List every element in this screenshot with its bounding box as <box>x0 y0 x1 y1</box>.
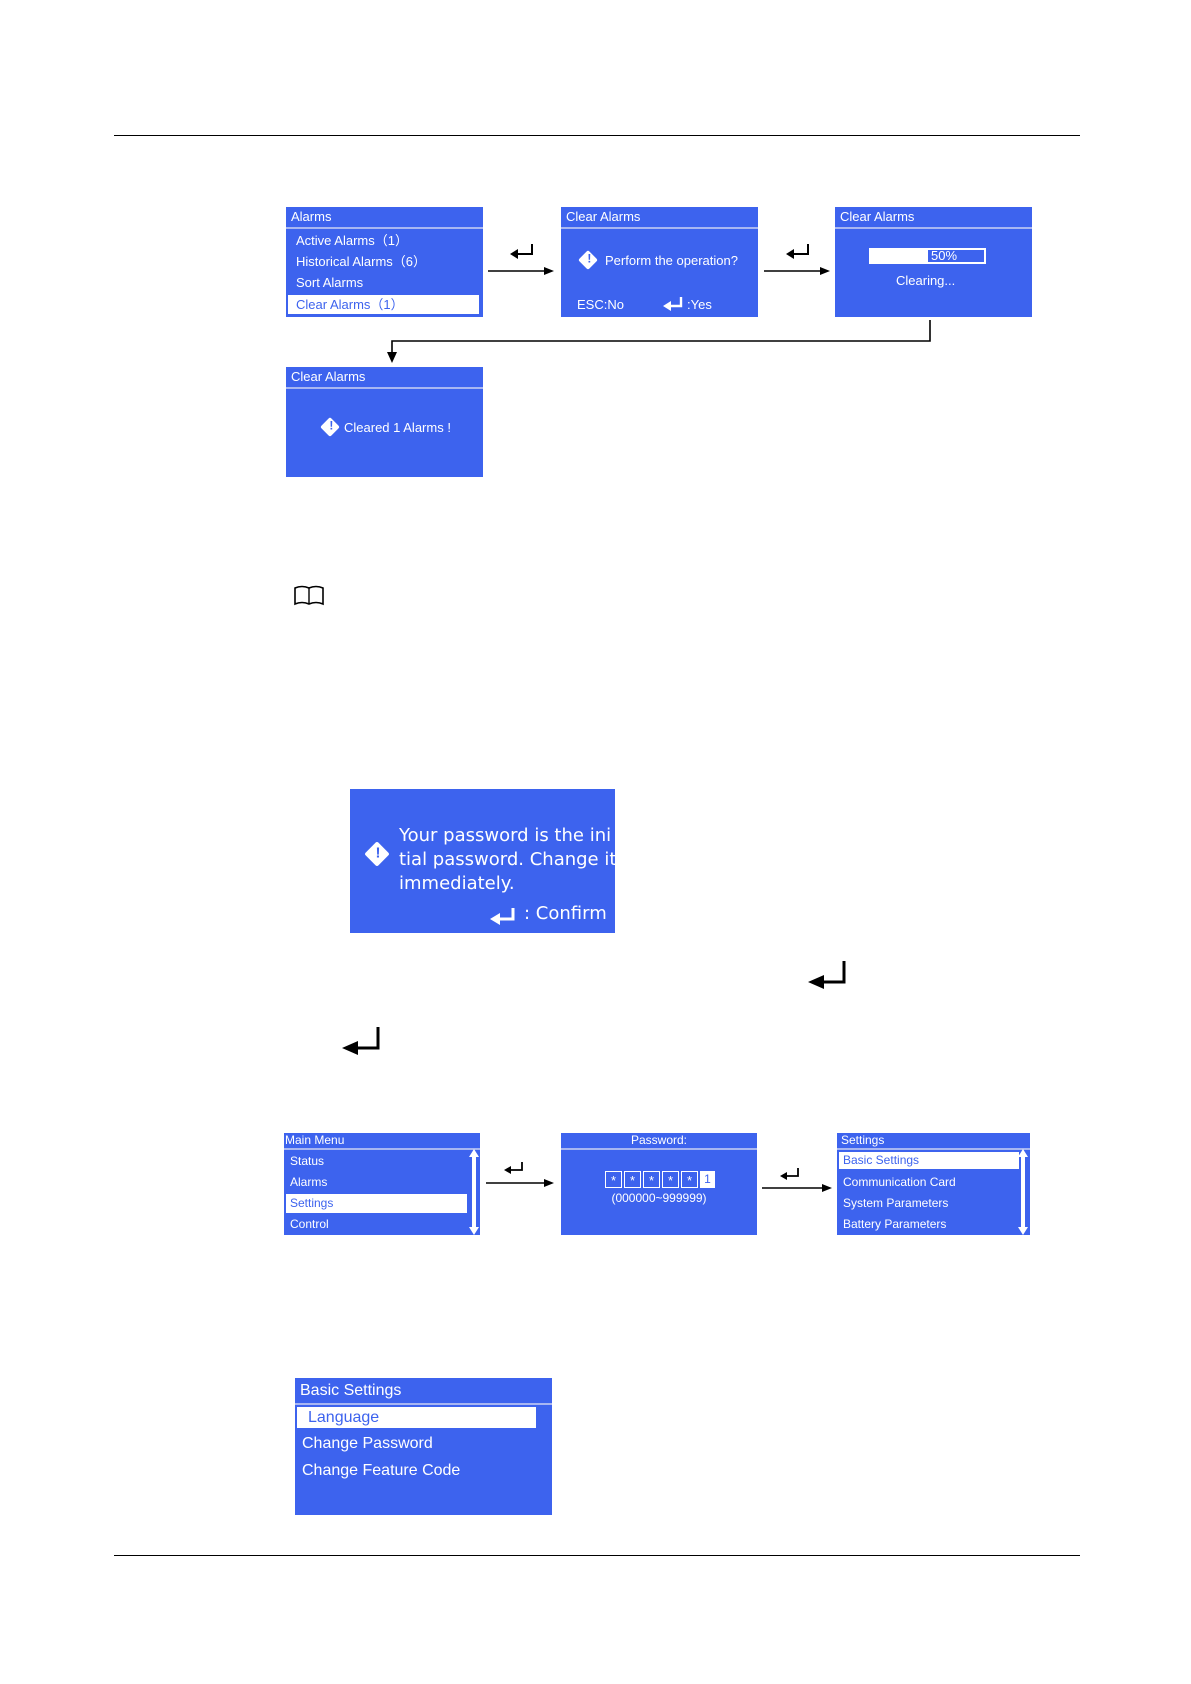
main-menu-title: Main Menu <box>284 1133 480 1150</box>
entered-digit: 1 <box>700 1171 715 1188</box>
cleared-message: Cleared 1 Alarms ! <box>344 420 451 435</box>
scroll-down-icon <box>1018 1227 1028 1235</box>
enter-key-icon <box>780 1168 799 1180</box>
progress-bar-fill <box>871 250 928 262</box>
masked-digit: * <box>681 1171 698 1188</box>
scroll-up-icon <box>469 1149 479 1157</box>
header-rule <box>114 135 1080 136</box>
settings-menu-item[interactable]: System Parameters <box>843 1196 949 1210</box>
enter-key-icon <box>510 244 533 259</box>
settings-menu-item[interactable]: Battery Parameters <box>843 1217 947 1231</box>
main-menu-screen: Main Menu Status Alarms Settings Control <box>284 1133 480 1235</box>
dialog-text-line: tial password. Change it <box>399 849 617 870</box>
flow-arrow <box>486 1162 554 1187</box>
scroll-up-icon <box>1018 1149 1028 1157</box>
flow-arrow <box>762 1168 832 1192</box>
enter-key-icon <box>786 244 809 259</box>
masked-digit: * <box>605 1171 622 1188</box>
cleared-screen-title: Clear Alarms <box>286 367 483 389</box>
settings-screen: Settings Basic Settings Communication Ca… <box>837 1133 1030 1235</box>
dialog-text-line: Your password is the ini <box>399 825 612 846</box>
masked-digit: * <box>624 1171 641 1188</box>
confirm-label[interactable]: : Confirm <box>524 903 607 924</box>
alarm-menu-item[interactable]: Sort Alarms <box>296 275 364 290</box>
enter-key-icon <box>342 1027 380 1055</box>
settings-menu-item[interactable]: Communication Card <box>843 1175 956 1189</box>
enter-key-icon <box>808 961 846 989</box>
footer-rule <box>114 1555 1080 1556</box>
alarm-menu-item[interactable]: Historical Alarms（6） <box>296 254 427 269</box>
clearing-progress-screen: Clear Alarms 50% Clearing... <box>835 207 1032 317</box>
main-menu-item[interactable]: Alarms <box>290 1175 328 1189</box>
initial-password-dialog: ! Your password is the ini tial password… <box>350 789 617 933</box>
scrollbar[interactable] <box>1021 1155 1025 1229</box>
settings-menu-item-selected[interactable]: Basic Settings <box>839 1152 1019 1169</box>
password-screen: Password: * * * * * 1 (000000~999999) <box>561 1133 757 1235</box>
warning-icon: ! <box>320 417 340 437</box>
dialog-text-line: immediately. <box>399 873 515 894</box>
basic-settings-item[interactable]: Change Feature Code <box>302 1462 461 1479</box>
masked-digit: * <box>643 1171 660 1188</box>
masked-digit: * <box>662 1171 679 1188</box>
alarm-menu-item-selected[interactable]: Clear Alarms（1） <box>288 295 479 314</box>
flow-arrow <box>764 244 830 275</box>
settings-screen-title: Settings <box>837 1133 1030 1150</box>
enter-key-icon <box>504 1162 523 1174</box>
basic-settings-item-selected[interactable]: Language <box>297 1407 536 1428</box>
alarms-screen: Alarms Active Alarms（1） Historical Alarm… <box>286 207 483 317</box>
warning-icon: ! <box>578 250 598 270</box>
enter-key-icon <box>663 297 683 311</box>
basic-settings-screen: Basic Settings Language Change Password … <box>295 1378 552 1515</box>
cleared-result-screen: Clear Alarms ! Cleared 1 Alarms ! <box>286 367 483 477</box>
password-screen-title: Password: <box>561 1133 757 1150</box>
clearing-status: Clearing... <box>896 273 956 288</box>
clear-alarms-confirm-screen: Clear Alarms ! Perform the operation? ES… <box>561 207 758 317</box>
esc-no-label[interactable]: ESC:No <box>577 297 624 312</box>
scrollbar[interactable] <box>472 1155 476 1229</box>
main-menu-item-selected[interactable]: Settings <box>286 1194 467 1213</box>
basic-settings-item[interactable]: Change Password <box>302 1435 433 1452</box>
flow-arrow <box>488 244 554 275</box>
book-note-icon <box>294 585 324 606</box>
progress-label: 50% <box>931 248 958 263</box>
warning-icon: ! <box>364 841 390 867</box>
clearing-screen-title: Clear Alarms <box>835 207 1032 229</box>
alarm-menu-item[interactable]: Active Alarms（1） <box>296 233 408 248</box>
flow-connector-arrow <box>387 320 931 363</box>
progress-bar: 50% <box>869 248 986 264</box>
main-menu-item[interactable]: Status <box>290 1154 325 1168</box>
scroll-down-icon <box>469 1227 479 1235</box>
main-menu-item[interactable]: Control <box>290 1217 329 1231</box>
confirm-message: Perform the operation? <box>605 253 738 268</box>
password-range: (000000~999999) <box>611 1191 707 1205</box>
alarms-screen-title: Alarms <box>286 207 483 229</box>
basic-settings-title: Basic Settings <box>295 1378 552 1405</box>
enter-key-icon <box>490 908 515 925</box>
confirm-screen-title: Clear Alarms <box>561 207 758 229</box>
yes-label[interactable]: :Yes <box>687 297 712 312</box>
